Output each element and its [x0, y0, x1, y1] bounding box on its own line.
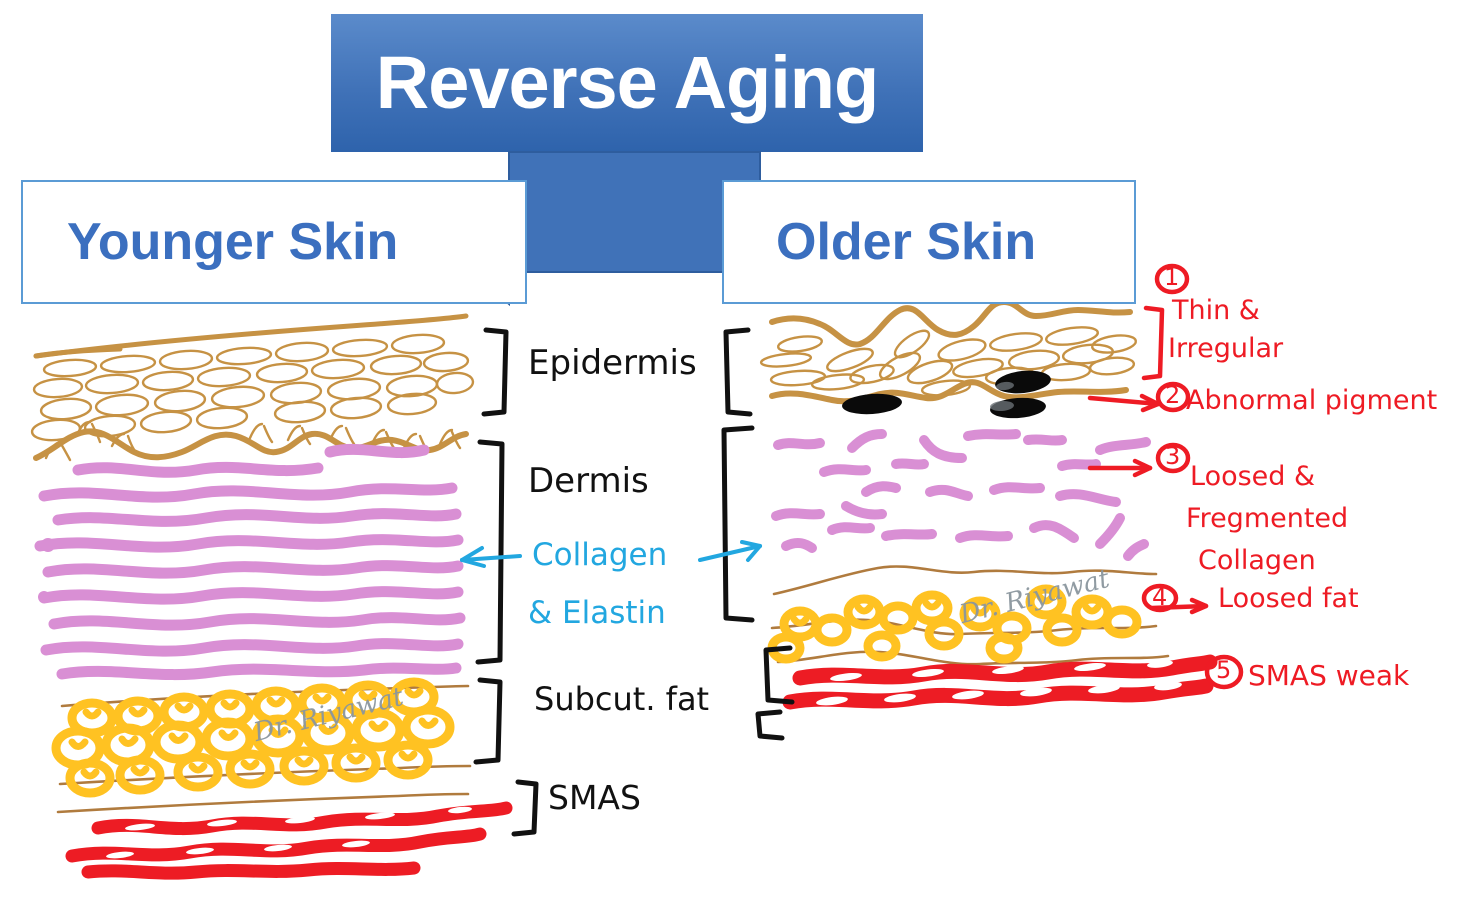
- annotation-text-3-line3: Collagen: [1198, 545, 1316, 576]
- bracket-subcut-right: [763, 645, 795, 705]
- pigment-blob: [842, 370, 1051, 419]
- younger-skin-drawing: [30, 313, 513, 880]
- younger-skin-label: Younger Skin: [67, 213, 399, 271]
- bracket-smas-right: [755, 709, 785, 741]
- older-skin-label-box: Older Skin: [722, 180, 1136, 304]
- annotation-circle-5: [1204, 654, 1244, 690]
- annotation-text-2: Abnormal pigment: [1186, 385, 1438, 416]
- annotation-arrow-2: [1087, 395, 1161, 407]
- label-subcut-fat: Subcut. fat: [534, 680, 710, 718]
- bracket-subcut-left: [473, 677, 503, 765]
- annotation-number-1: 1: [1164, 263, 1180, 291]
- younger-skin-label-box: Younger Skin: [21, 180, 527, 304]
- annotation-text-3-line1: Loosed &: [1190, 461, 1316, 492]
- older-skin-drawing: [759, 299, 1218, 710]
- label-dermis: Dermis: [528, 461, 649, 501]
- annotation-bracket-1: [1141, 305, 1165, 381]
- collagen-arrow-left: [460, 554, 522, 562]
- label-epidermis: Epidermis: [528, 343, 697, 383]
- annotation-marks: [1087, 263, 1244, 690]
- bracket-smas-left: [511, 779, 539, 837]
- annotation-number-3: 3: [1165, 442, 1181, 470]
- annotation-circle-2: [1155, 381, 1191, 413]
- annotation-text-3-line2: Fregmented: [1186, 503, 1349, 534]
- bracket-epidermis-left: [481, 327, 509, 417]
- label-elastin: & Elastin: [528, 595, 666, 631]
- annotation-arrow-4: [1149, 603, 1209, 611]
- bracket-epidermis-right: [723, 327, 753, 417]
- title-banner: Reverse Aging: [331, 14, 923, 152]
- annotation-circle-4: [1141, 583, 1179, 613]
- annotation-text-1-line1: Thin &: [1172, 295, 1260, 326]
- annotation-text-4: Loosed fat: [1218, 583, 1359, 614]
- annotation-number-5: 5: [1216, 656, 1232, 684]
- page-title: Reverse Aging: [375, 41, 879, 124]
- annotation-text-1-line2: Irregular: [1168, 333, 1284, 364]
- collagen-arrows: [460, 540, 762, 568]
- label-smas: SMAS: [548, 778, 641, 817]
- annotation-circle-1: [1154, 263, 1190, 295]
- annotation-circle-3: [1155, 442, 1191, 474]
- layer-brackets: [473, 327, 795, 837]
- annotation-text-5: SMAS weak: [1248, 659, 1410, 692]
- older-skin-label: Older Skin: [776, 213, 1037, 271]
- bracket-dermis-left: [475, 439, 505, 665]
- label-collagen: Collagen: [532, 537, 668, 573]
- bracket-dermis-right: [721, 425, 755, 623]
- annotation-number-2: 2: [1165, 381, 1181, 409]
- collagen-arrow-right: [698, 544, 762, 562]
- annotation-number-4: 4: [1152, 583, 1168, 611]
